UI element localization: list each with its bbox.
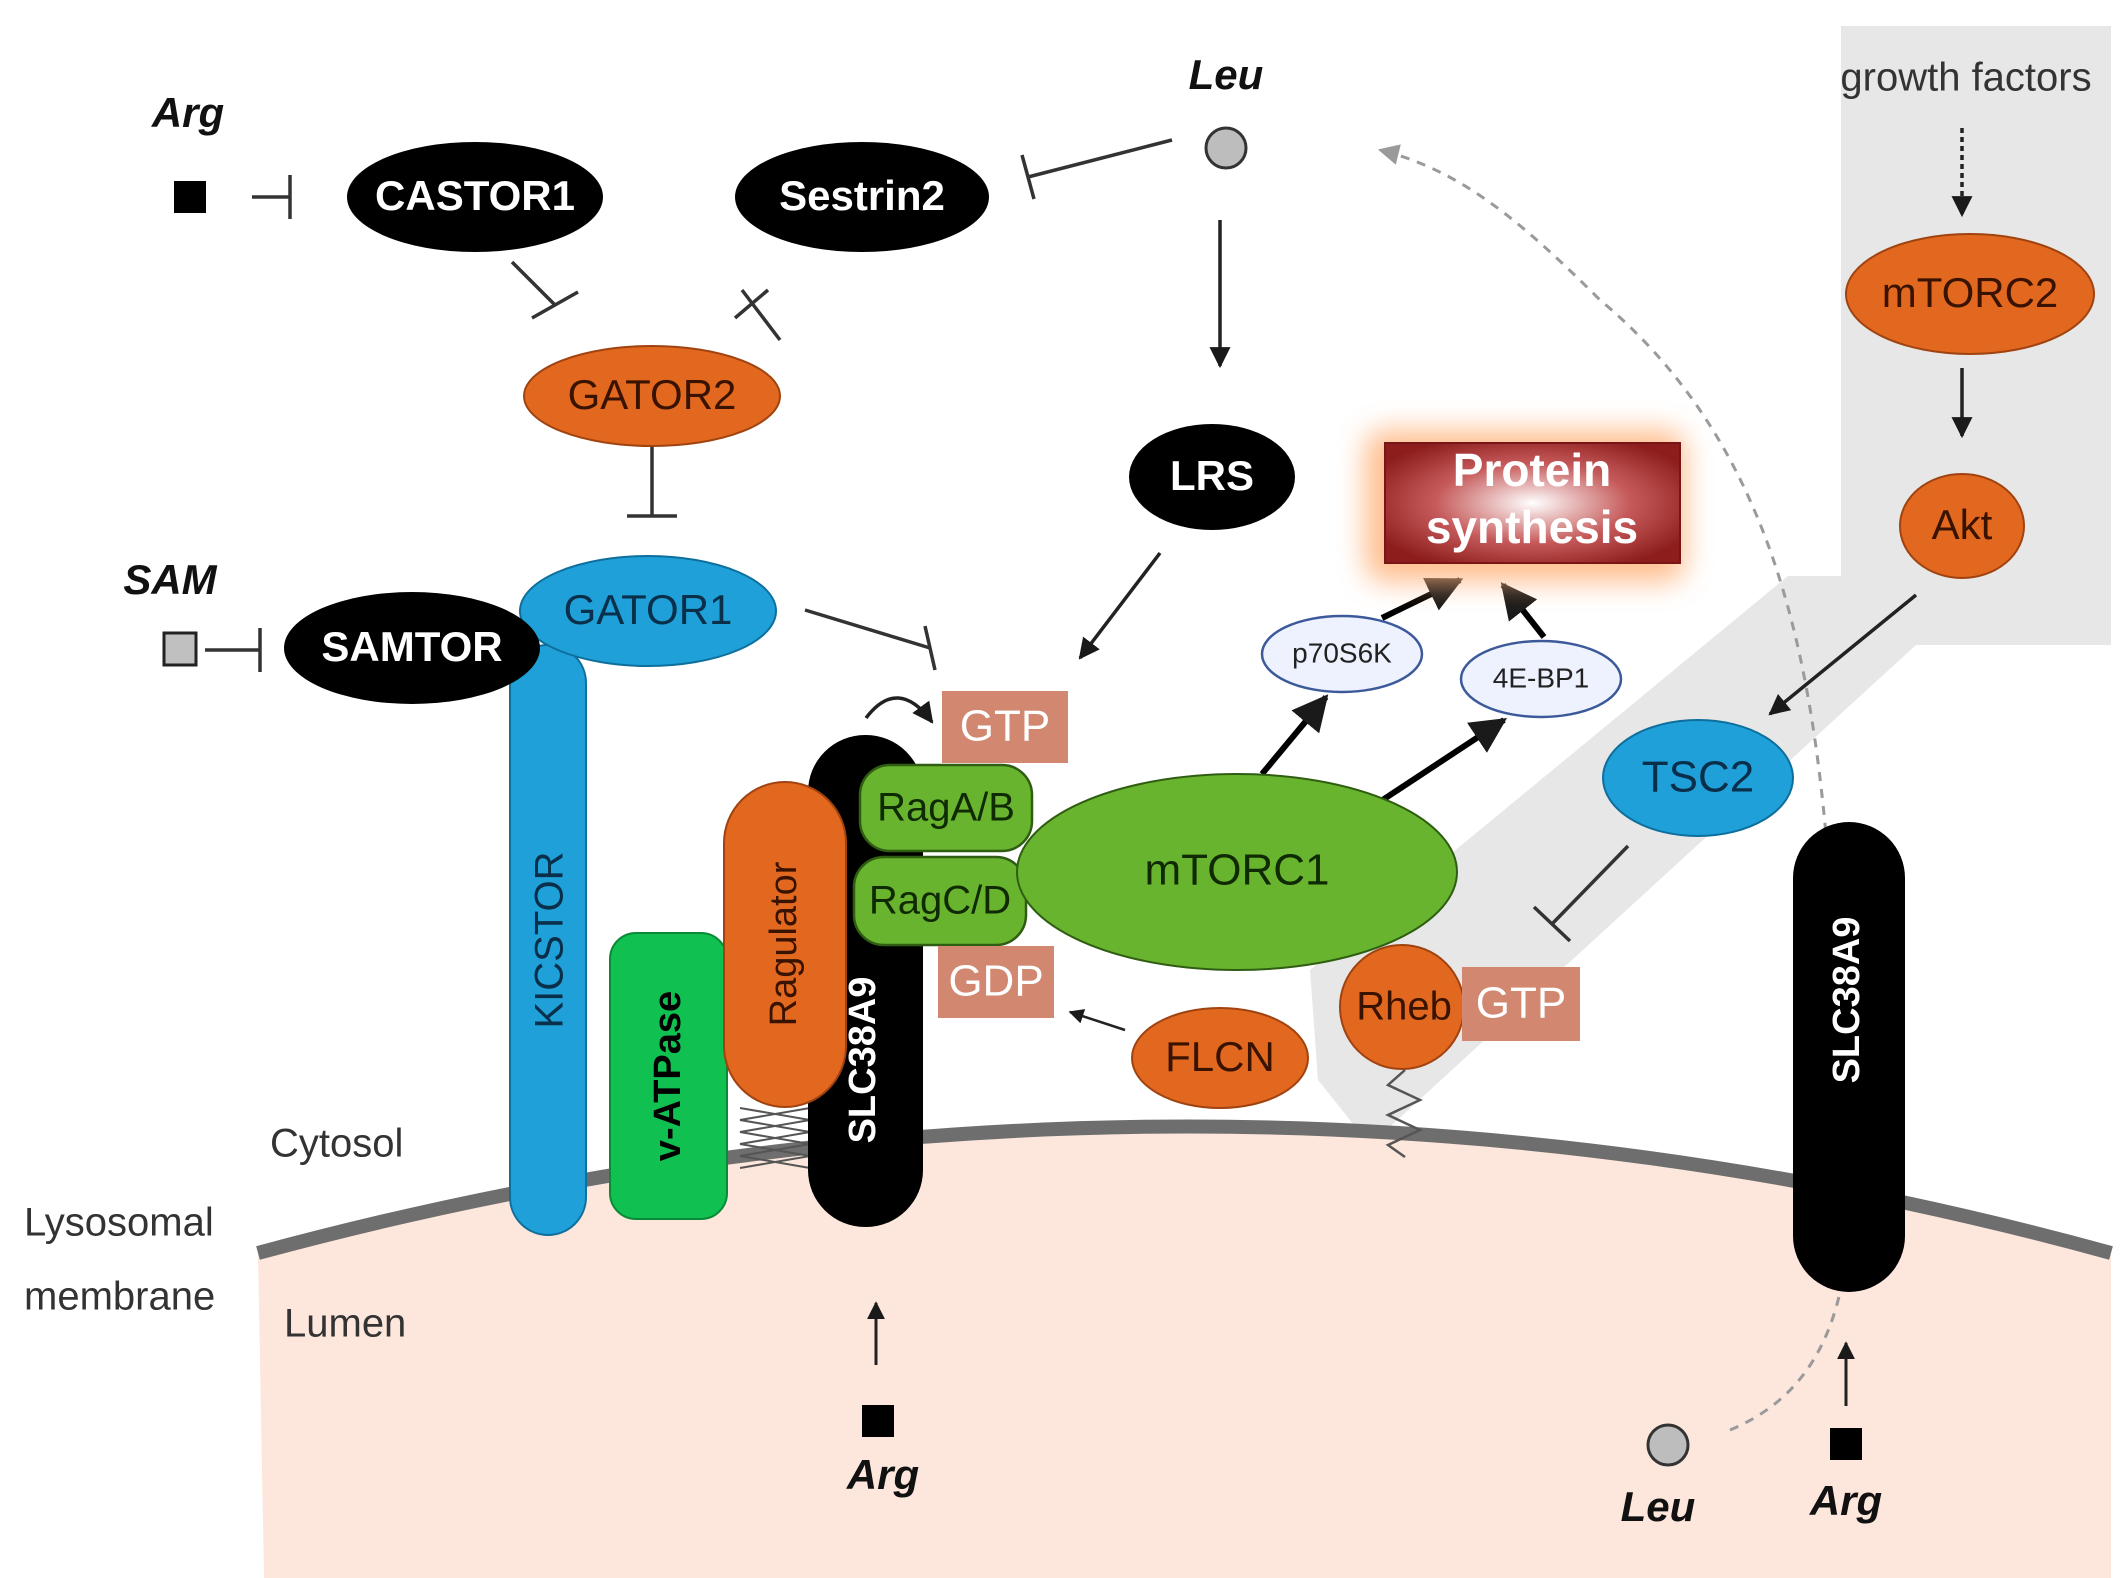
slc38a9-right-bar[interactable] [1793,822,1905,1292]
gtp-rheb-label: GTP [1476,979,1566,1028]
tsc2-ellipse[interactable] [1602,719,1794,837]
ragulator-bar[interactable] [723,781,847,1108]
protein-synthesis-line1: Protein [1453,444,1611,496]
ragulator-label: Ragulator [763,861,805,1026]
arg-lumen-right-square [1830,1428,1862,1460]
ragcd-label: RagC/D [869,879,1011,923]
sestrin2-ellipse[interactable] [735,142,989,252]
gtp-rag-tag [942,691,1068,763]
samtor-label: SAMTOR [321,623,502,670]
arg-lumen-left-label: Arg [846,1451,919,1498]
gator1-ellipse[interactable] [519,555,777,667]
ragab-label: RagA/B [877,786,1015,830]
akt-ellipse[interactable] [1899,473,2025,579]
slc38a9-right-label: SLC38A9 [1826,917,1868,1084]
ragab-box[interactable] [858,763,1034,853]
castor1-label: CASTOR1 [375,172,575,219]
growth-factors-label: growth factors [1840,56,2091,100]
slc38a9-left-label: SLC38A9 [842,977,884,1144]
leu-lumen-circle [1646,1423,1690,1467]
mtorc1-output-arrows [1259,577,1547,806]
gator2-ellipse[interactable] [523,345,781,447]
gdp-rag-label: GDP [948,957,1043,1006]
gtp-rag-label: GTP [960,702,1050,751]
mtorc2-ellipse[interactable] [1845,233,2095,355]
vatpase-bar[interactable] [609,932,728,1220]
arg-top-square [174,181,206,213]
flcn-ellipse[interactable] [1131,1007,1309,1109]
leu-top-circle [1204,126,1248,170]
mtorc2-label: mTORC2 [1882,269,2059,316]
gtp-rheb-tag [1462,967,1580,1041]
4ebp1-label: 4E-BP1 [1493,662,1590,693]
connectors [205,138,1630,943]
lysosomal-label: Lysosomal [24,1201,214,1245]
sam-label: SAM [123,556,217,603]
ragulator-anchor-spring [739,1107,811,1169]
rheb-label: Rheb [1356,985,1452,1029]
lrs-label: LRS [1170,452,1254,499]
tsc2-label: TSC2 [1642,753,1754,802]
gdp-rag-tag [938,946,1054,1018]
arg-top-label: Arg [151,89,224,136]
vatpase-label: v-ATPase [647,991,689,1161]
protein-synthesis-box[interactable] [1384,442,1681,564]
sam-square [162,631,198,667]
sestrin2-label: Sestrin2 [779,172,945,219]
mtorc1-ellipse[interactable] [1016,773,1458,971]
flcn-label: FLCN [1165,1033,1275,1080]
samtor-ellipse[interactable] [284,592,540,704]
membrane-label: membrane [24,1275,215,1319]
lumen-label: Lumen [284,1302,406,1346]
mtorc1-label: mTORC1 [1145,846,1330,895]
4ebp1-ellipse[interactable] [1459,639,1623,719]
gator2-label: GATOR2 [568,371,737,418]
rheb-anchor-spring [1385,1069,1423,1159]
leu-lumen-label: Leu [1621,1483,1696,1530]
lrs-ellipse[interactable] [1129,424,1295,530]
activation-arrows [864,128,1973,1406]
protein-synthesis-line2: synthesis [1426,501,1638,553]
p70s6k-ellipse[interactable] [1260,614,1424,694]
lumen-area [258,1126,2111,1578]
arg-lumen-left-square [862,1405,894,1437]
castor1-ellipse[interactable] [347,142,603,252]
arg-lumen-right-label: Arg [1809,1477,1882,1524]
p70s6k-label: p70S6K [1292,637,1392,668]
kicstor-label: KICSTOR [528,851,572,1028]
gator1-label: GATOR1 [564,586,733,633]
cytosol-label: Cytosol [270,1122,403,1166]
akt-label: Akt [1932,501,1993,548]
leu-top-label: Leu [1189,51,1264,98]
